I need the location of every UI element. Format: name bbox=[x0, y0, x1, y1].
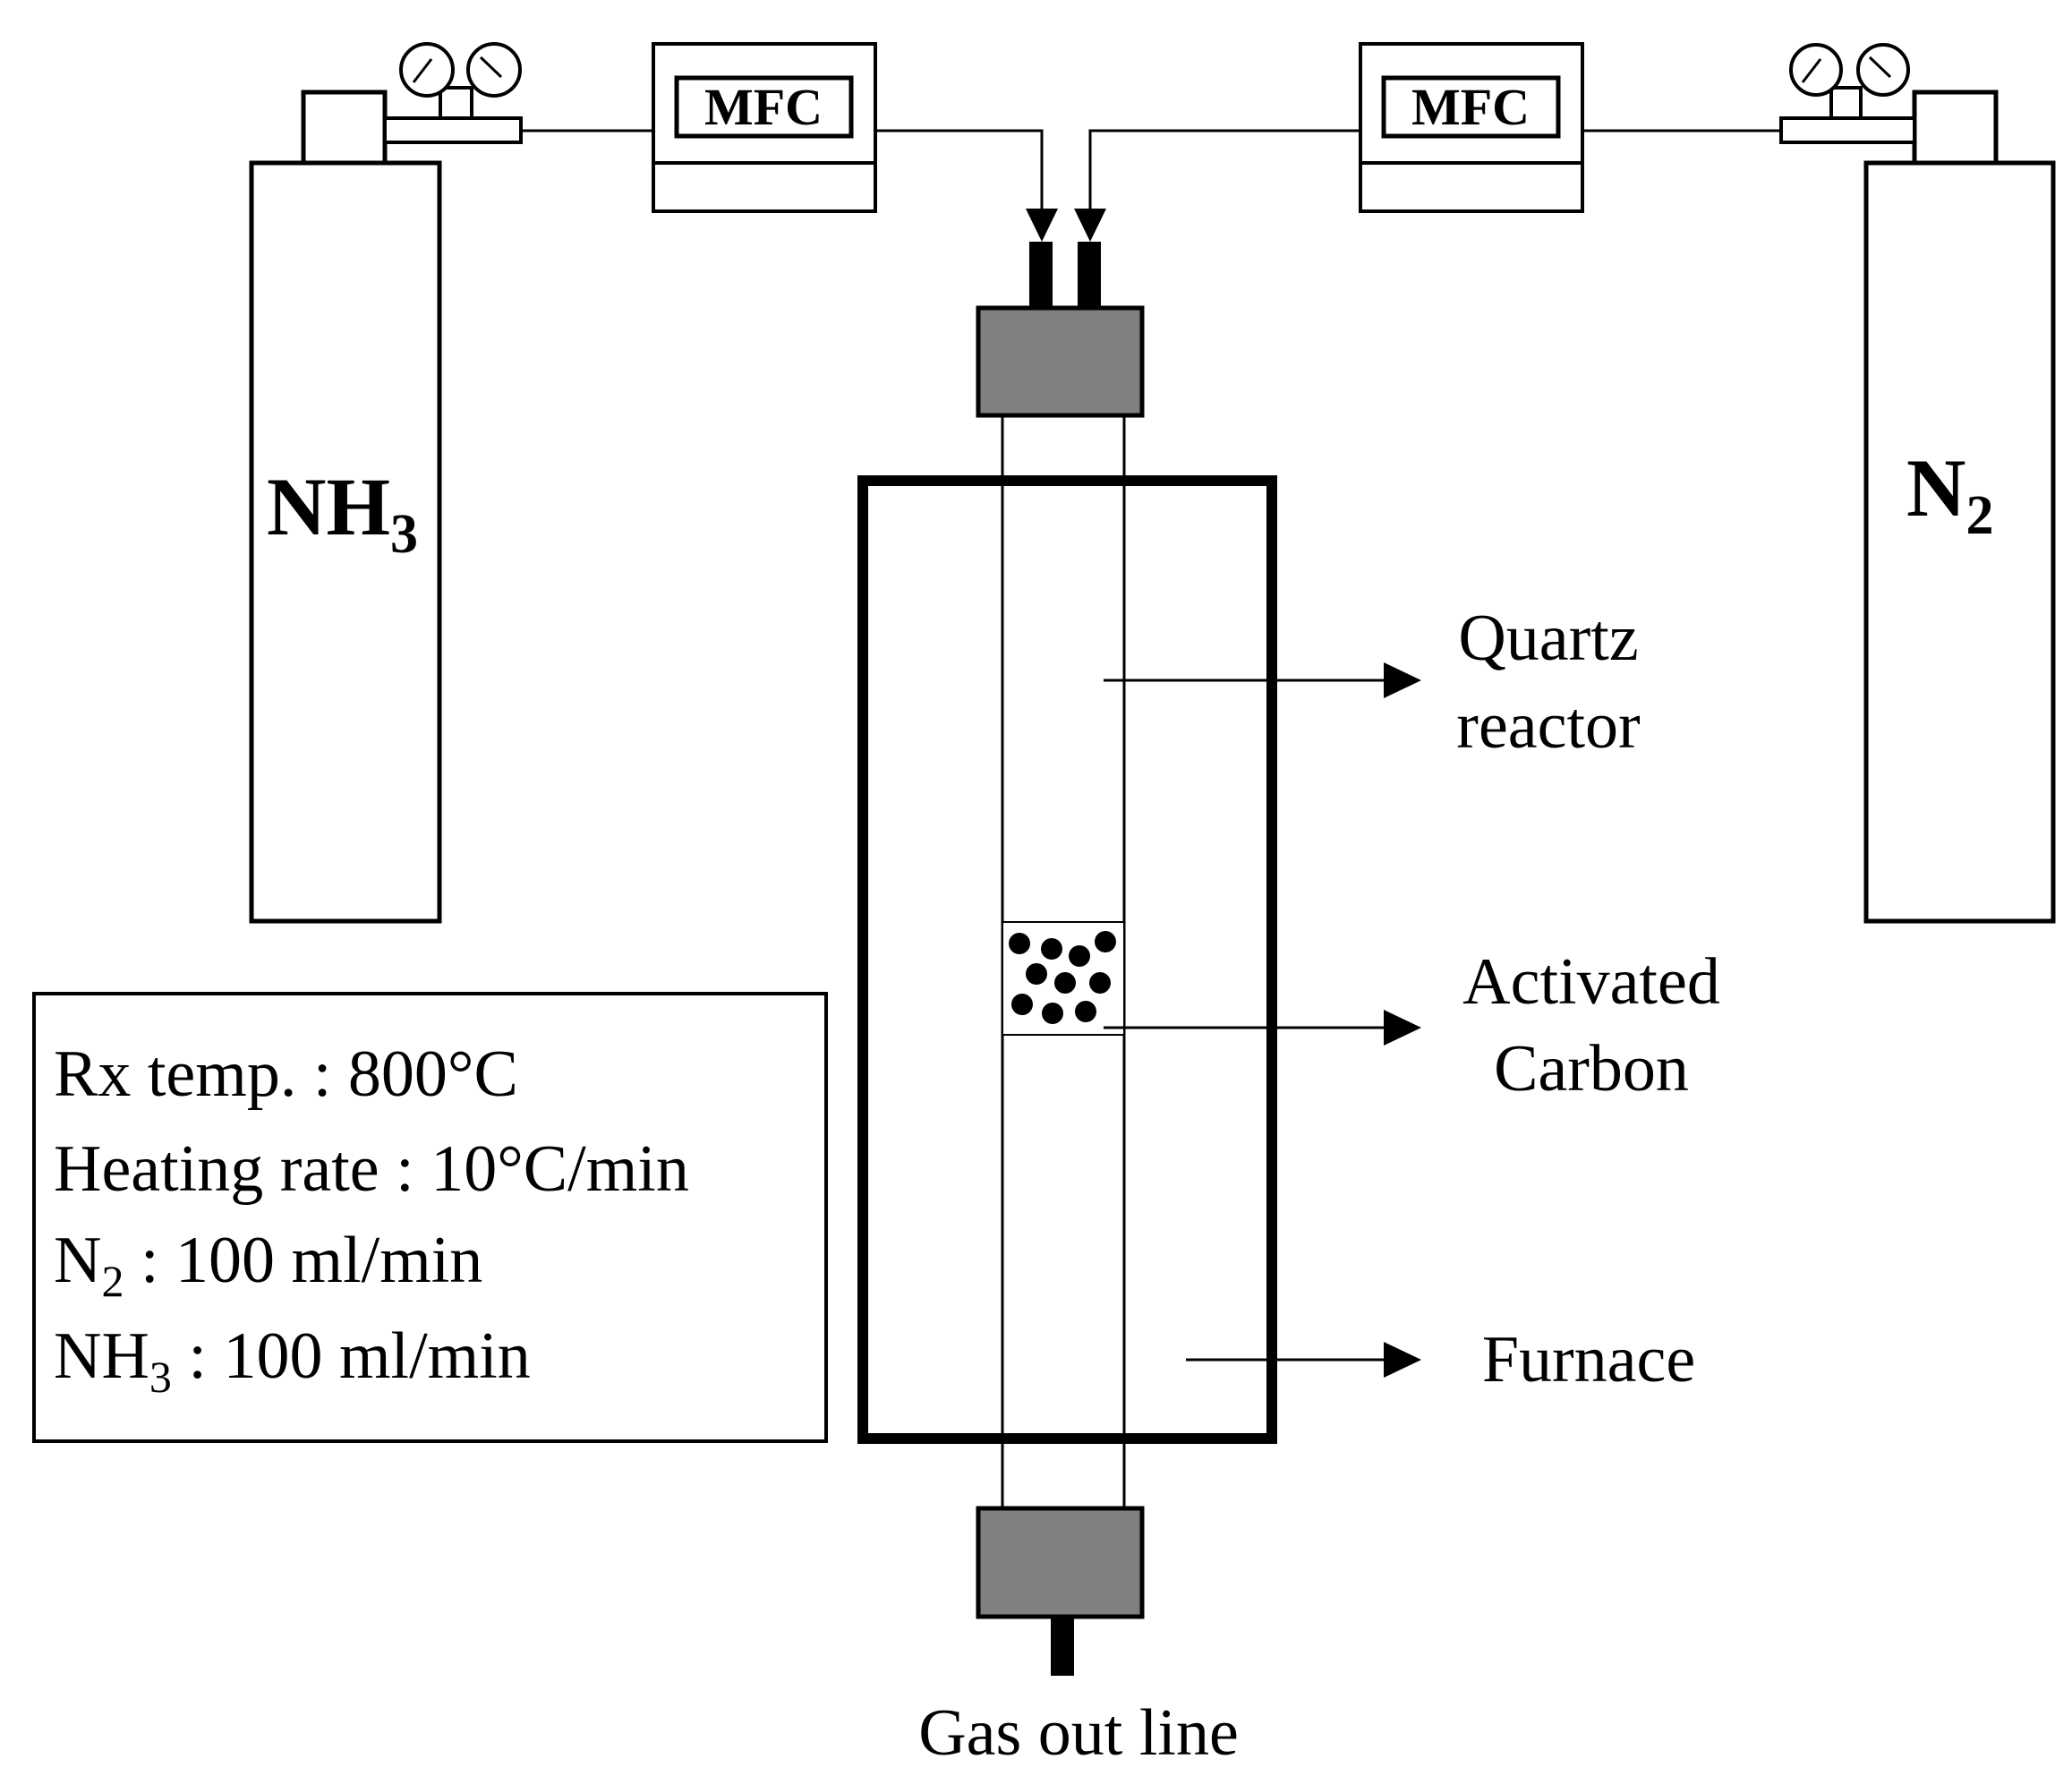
n2-cylinder-valve bbox=[1912, 90, 1999, 166]
arrowhead-icons bbox=[1026, 209, 1106, 242]
nh3-cylinder-label: NH3 bbox=[267, 461, 418, 565]
nh3-cylinder-valve bbox=[301, 90, 388, 166]
top-reactor-cap bbox=[976, 305, 1145, 418]
pointer-arrowhead-icons bbox=[1384, 662, 1421, 1378]
heating-rate-line: Heating rate : 10°C/min bbox=[54, 1132, 689, 1206]
outlet-pipe bbox=[1051, 1617, 1074, 1676]
mfc-right-label: MFC bbox=[1411, 78, 1530, 136]
rx-temp-line: Rx temp. : 800°C bbox=[54, 1037, 518, 1111]
gas-out-line-label: Gas out line bbox=[918, 1696, 1239, 1770]
n2-cylinder-label: N2 bbox=[1906, 442, 1993, 546]
right-arrow-icon bbox=[1384, 662, 1421, 698]
right-arrow-icon bbox=[1384, 1342, 1421, 1378]
n2-flow-line: N2 : 100 ml/min bbox=[54, 1224, 482, 1306]
mfc-left: MFC bbox=[652, 42, 877, 213]
n2-regulator bbox=[1779, 43, 1916, 144]
down-arrow-icon bbox=[1074, 209, 1106, 242]
pointer-arrows bbox=[1104, 676, 1393, 1364]
bottom-reactor-cap bbox=[976, 1506, 1145, 1619]
n2-cylinder: N2 bbox=[1863, 160, 2056, 924]
right-arrow-icon bbox=[1384, 1010, 1421, 1046]
mfc-right: MFC bbox=[1359, 42, 1584, 213]
activated-carbon-bed bbox=[1002, 921, 1125, 1036]
gas-lines bbox=[521, 129, 1781, 219]
pressure-gauge-icon bbox=[399, 42, 455, 98]
inlet-nozzle bbox=[1029, 242, 1053, 308]
nh3-flow-line: NH3 : 100 ml/min bbox=[54, 1319, 531, 1402]
conditions-box: Rx temp. : 800°C Heating rate : 10°C/min… bbox=[32, 992, 828, 1443]
carbon-particles bbox=[1009, 931, 1116, 1024]
nh3-cylinder: NH3 bbox=[249, 160, 442, 924]
quartz-reactor-label-line1: Quartz bbox=[1458, 602, 1638, 675]
inlet-nozzle bbox=[1078, 242, 1101, 308]
pressure-gauge-icon bbox=[1789, 43, 1843, 97]
nh3-regulator bbox=[383, 42, 523, 144]
activated-carbon-label-line1: Activated bbox=[1462, 945, 1720, 1019]
mfc-left-label: MFC bbox=[704, 78, 823, 136]
down-arrow-icon bbox=[1026, 209, 1058, 242]
activated-carbon-label-line2: Carbon bbox=[1494, 1032, 1689, 1106]
quartz-reactor-label-line2: reactor bbox=[1456, 689, 1640, 763]
furnace-label: Furnace bbox=[1482, 1323, 1695, 1396]
